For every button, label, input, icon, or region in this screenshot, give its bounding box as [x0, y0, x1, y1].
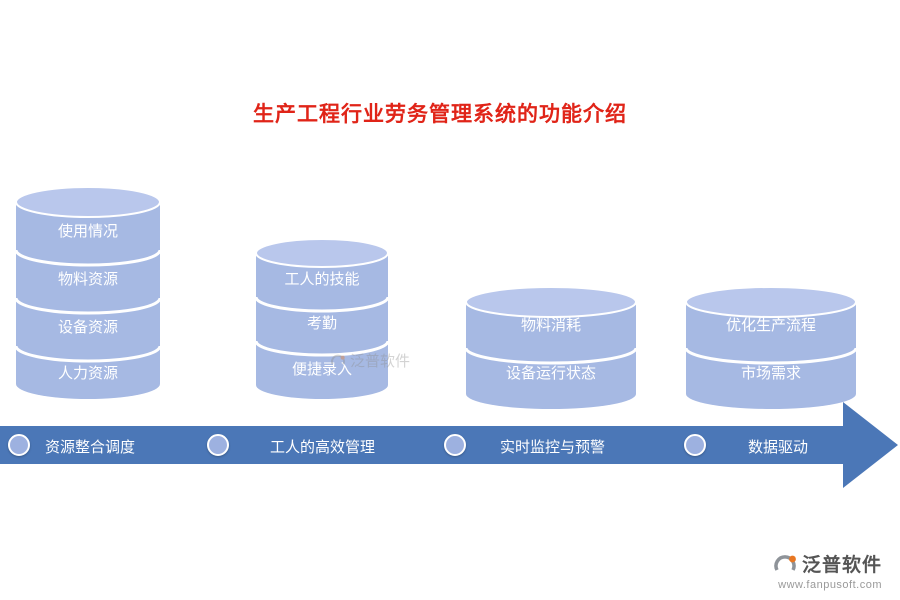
cylinder-segment-label: 考勤 [307, 315, 337, 332]
cylinder-segment-label: 市场需求 [741, 365, 801, 382]
arrow-step-label: 资源整合调度 [45, 439, 136, 456]
cylinder-graphic: 优化生产流程 市场需求 [685, 286, 857, 409]
fanpu-logo-icon [774, 554, 796, 571]
arrow-step-label: 工人的高效管理 [270, 439, 376, 456]
cylinder-graphic: 工人的技能 考勤 便捷录入 [255, 238, 389, 399]
page-title: 生产工程行业劳务管理系统的功能介绍 [253, 103, 627, 126]
cylinder-segment-label: 物料资源 [58, 271, 118, 288]
cylinder-graphic: 使用情况 物料资源 设备资源 人力资源 [15, 186, 161, 399]
fanpu-logo-icon [331, 354, 345, 365]
cylinder-segment-label: 设备资源 [58, 319, 118, 336]
cylinder-stack-monitoring: 物料消耗 设备运行状态 [465, 286, 637, 410]
arrow-step-dot [684, 434, 706, 456]
cylinder-segment-label: 工人的技能 [284, 271, 359, 288]
cylinder-stack-workers: 工人的技能 考勤 便捷录入 [255, 238, 389, 406]
brand-block: 泛普软件 www.fanpusoft.com [742, 550, 882, 591]
cylinder-segment-label: 便捷录入 [292, 361, 352, 378]
arrow-step-label: 实时监控与预警 [500, 439, 606, 456]
cylinder-segment-label: 物料消耗 [521, 317, 581, 334]
watermark: 泛普软件 [330, 350, 410, 371]
cylinder-graphic: 物料消耗 设备运行状态 [465, 286, 637, 409]
cylinder-segment-label: 人力资源 [58, 365, 118, 382]
arrow-step-label: 数据驱动 [748, 439, 809, 456]
cylinder-segment-label: 设备运行状态 [506, 365, 596, 382]
arrow-step-dot [8, 434, 30, 456]
cylinder-stack-optimization: 优化生产流程 市场需求 [685, 286, 857, 410]
arrow-step-dot [207, 434, 229, 456]
arrow-step-dot [444, 434, 466, 456]
watermark-brand: 泛普软件 [350, 353, 411, 370]
cylinder-stack-resources: 使用情况 物料资源 设备资源 人力资源 [15, 186, 161, 400]
brand-name: 泛普软件 [801, 555, 882, 576]
brand-url: www.fanpusoft.com [778, 579, 882, 591]
cylinder-segment-label: 优化生产流程 [726, 317, 816, 334]
cylinder-segment-label: 使用情况 [58, 223, 118, 240]
